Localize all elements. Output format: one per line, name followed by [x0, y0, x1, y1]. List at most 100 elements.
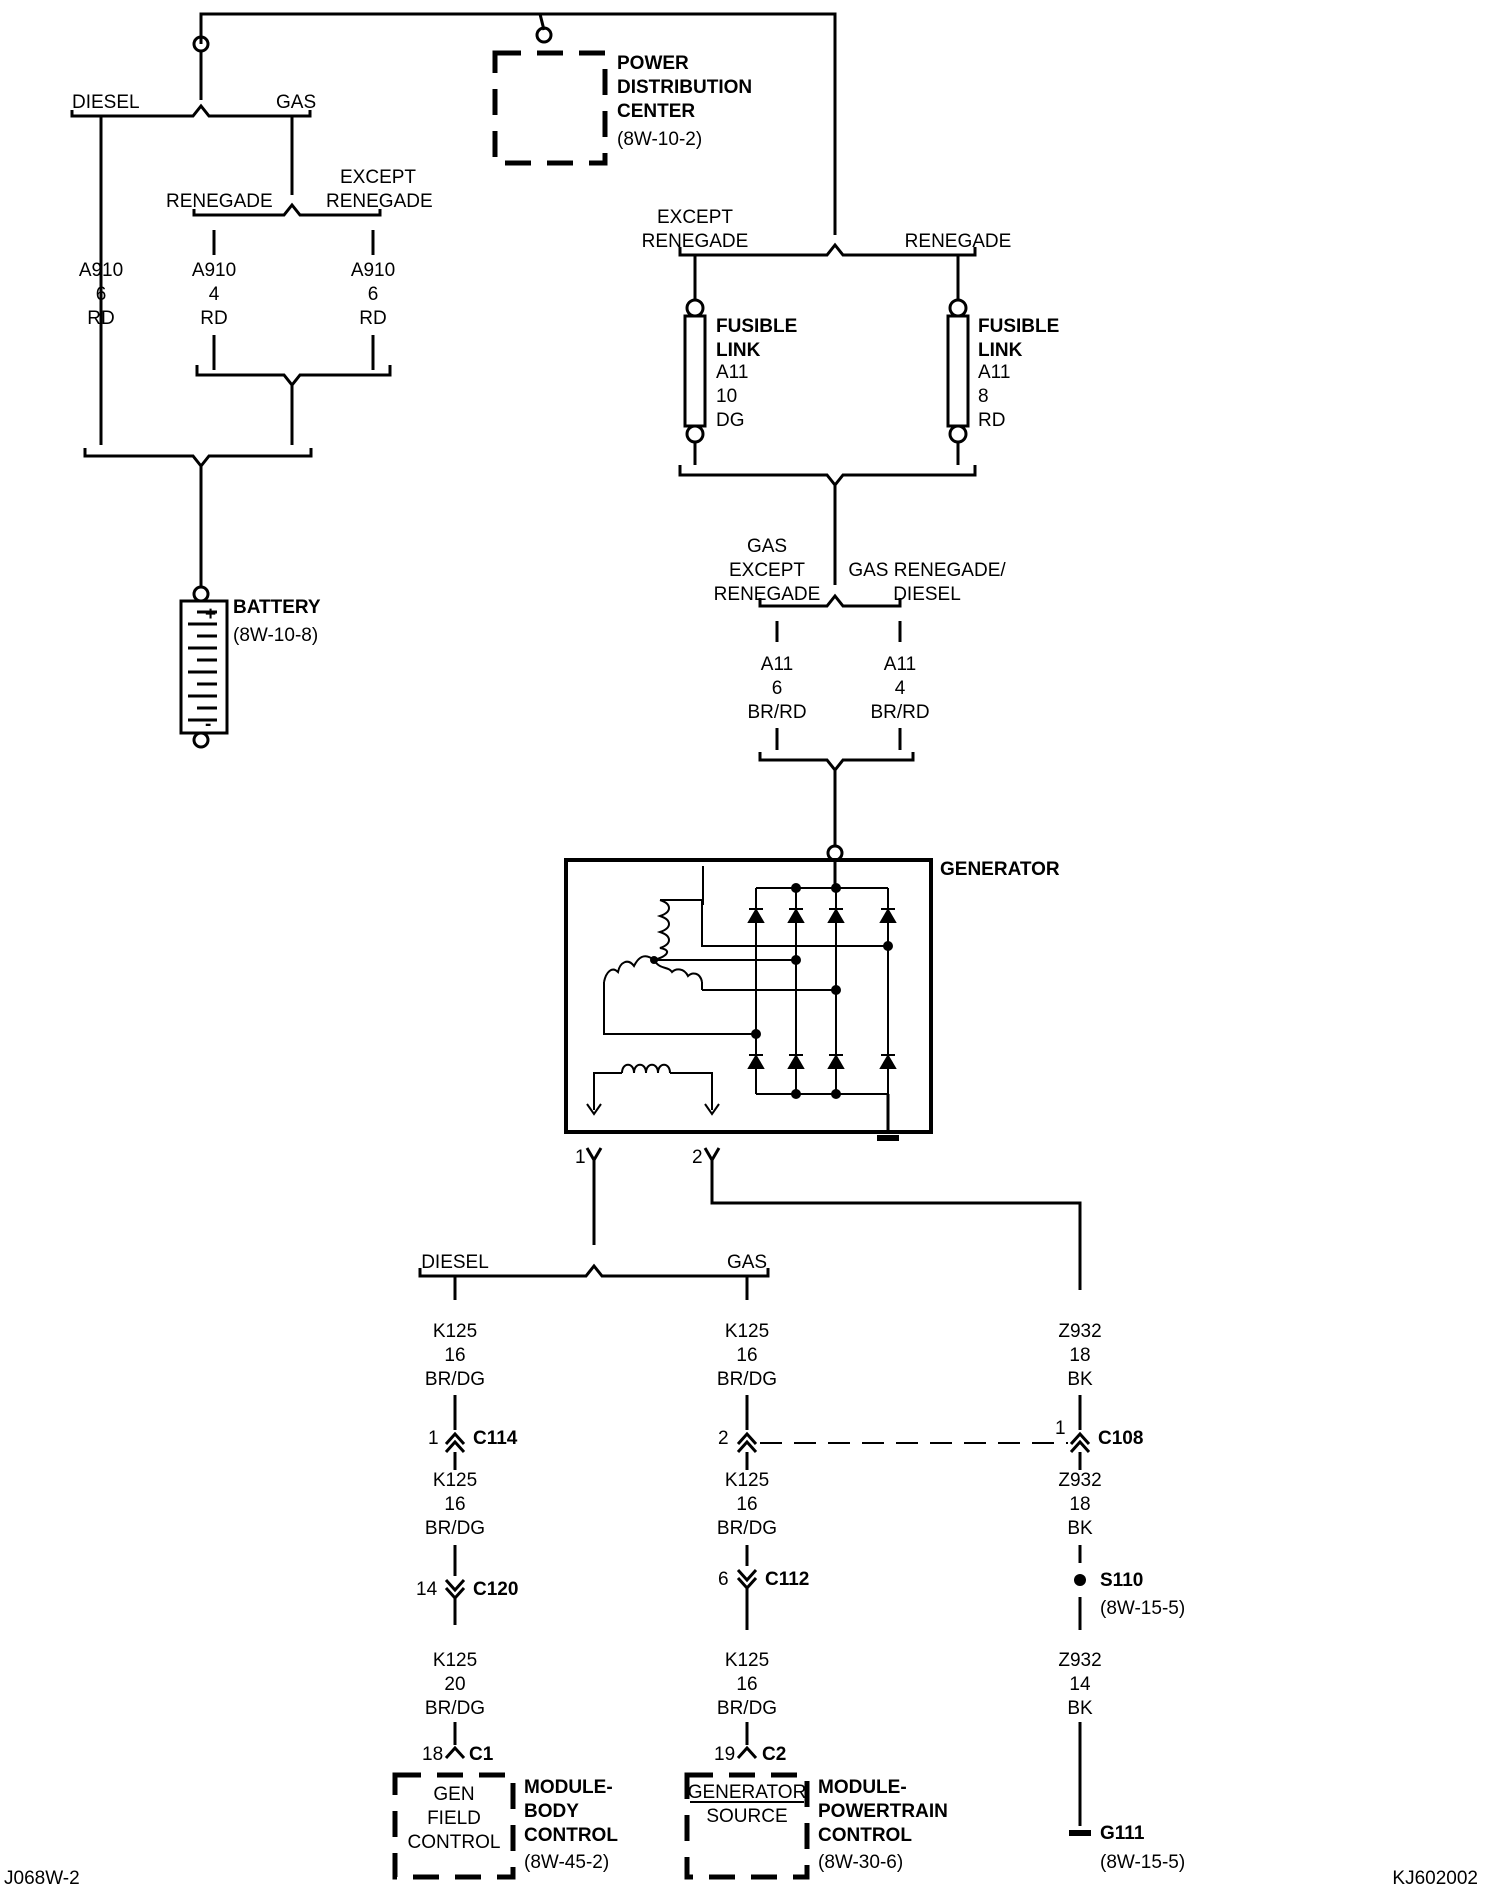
connector-c112-pin: 6 [718, 1569, 729, 1590]
svg-text:FUSIBLE: FUSIBLE [978, 316, 1059, 337]
svg-text:RD: RD [359, 308, 386, 329]
svg-text:(8W-10-2): (8W-10-2) [617, 129, 702, 150]
ground-g111-name: G111 [1100, 1823, 1145, 1844]
svg-text:6: 6 [772, 678, 783, 699]
svg-text:K125: K125 [433, 1650, 477, 1671]
generator-pin-1: 1 [575, 1147, 586, 1168]
svg-text:K125: K125 [433, 1470, 477, 1491]
generator-source-label: GENERATOR SOURCE [688, 1782, 807, 1827]
wire-label-k125-gas-1: K125 16 BR/DG [717, 1321, 777, 1390]
fusible-link-left-label: FUSIBLE LINK A11 10 DG [716, 316, 797, 431]
svg-text:BK: BK [1067, 1369, 1093, 1390]
wire-label-a910-left: A910 6 RD [79, 260, 123, 329]
svg-text:K125: K125 [725, 1470, 769, 1491]
svg-text:EXCEPT: EXCEPT [729, 560, 805, 581]
svg-text:RD: RD [87, 308, 114, 329]
fusible-link-right-label: FUSIBLE LINK A11 8 RD [978, 316, 1059, 431]
svg-text:Z932: Z932 [1058, 1650, 1101, 1671]
svg-text:16: 16 [736, 1674, 757, 1695]
svg-text:A910: A910 [192, 260, 236, 281]
svg-text:A910: A910 [79, 260, 123, 281]
svg-text:RD: RD [200, 308, 227, 329]
svg-text:BR/DG: BR/DG [717, 1698, 777, 1719]
generator-pin-2: 2 [692, 1147, 703, 1168]
svg-text:K125: K125 [433, 1321, 477, 1342]
except-label: EXCEPT [340, 167, 416, 188]
svg-text:CONTROL: CONTROL [524, 1825, 618, 1846]
wire-label-k125-diesel-2: K125 16 BR/DG [425, 1470, 485, 1539]
svg-text:BK: BK [1067, 1518, 1093, 1539]
battery-name: BATTERY [233, 597, 321, 618]
connector-c108-pin: 1 [1055, 1418, 1066, 1439]
svg-text:4: 4 [209, 284, 220, 305]
battery-symbol [179, 585, 229, 749]
svg-text:MODULE-: MODULE- [818, 1777, 907, 1798]
gas-label: GAS [276, 92, 316, 113]
battery-minus-sign: - [205, 714, 211, 735]
svg-text:(8W-45-2): (8W-45-2) [524, 1852, 609, 1873]
svg-text:POWERTRAIN: POWERTRAIN [818, 1801, 948, 1822]
svg-text:GAS: GAS [747, 536, 787, 557]
svg-text:Z932: Z932 [1058, 1321, 1101, 1342]
wire-label-a910-mid: A910 4 RD [192, 260, 236, 329]
svg-text:BK: BK [1067, 1698, 1093, 1719]
svg-text:BR/DG: BR/DG [425, 1369, 485, 1390]
svg-text:4: 4 [895, 678, 906, 699]
gas-except-renegade-label: GAS EXCEPT RENEGADE [714, 536, 821, 605]
wire-label-k125-gas-3: K125 16 BR/DG [717, 1650, 777, 1719]
connector-c120-name: C120 [473, 1579, 518, 1600]
svg-text:18: 18 [1069, 1345, 1090, 1366]
svg-text:K125: K125 [725, 1650, 769, 1671]
lower-gas-label: GAS [727, 1252, 767, 1273]
wire-label-k125-diesel-1: K125 16 BR/DG [425, 1321, 485, 1390]
diesel-label: DIESEL [72, 92, 140, 113]
svg-text:DG: DG [716, 410, 745, 431]
fusible-link-right-element [946, 314, 970, 428]
svg-text:GENERATOR: GENERATOR [688, 1782, 807, 1803]
wire-label-a11-left: A11 6 BR/RD [747, 654, 806, 723]
gas-renegade-diesel-label: GAS RENEGADE/ DIESEL [848, 560, 1006, 605]
svg-text:BR/DG: BR/DG [717, 1518, 777, 1539]
svg-text:Z932: Z932 [1058, 1470, 1101, 1491]
connector-c120-pin: 14 [416, 1579, 438, 1600]
generator-name: GENERATOR [940, 859, 1060, 880]
connector-c114-name: C114 [473, 1428, 518, 1449]
battery-ref: (8W-10-8) [233, 625, 318, 646]
body-control-module-box [392, 1772, 516, 1880]
splice-s110-name: S110 [1100, 1570, 1143, 1591]
svg-text:(8W-30-6): (8W-30-6) [818, 1852, 903, 1873]
powertrain-control-module-label: MODULE- POWERTRAIN CONTROL (8W-30-6) [818, 1777, 948, 1873]
svg-text:A11: A11 [761, 654, 793, 675]
wire-label-z932-3: Z932 14 BK [1058, 1650, 1101, 1719]
svg-text:6: 6 [96, 284, 107, 305]
ground-g111-ref: (8W-15-5) [1100, 1852, 1185, 1873]
svg-text:BR/DG: BR/DG [425, 1518, 485, 1539]
wire-label-k125-gas-2: K125 16 BR/DG [717, 1470, 777, 1539]
fusible-except-renegade-label: RENEGADE [642, 231, 749, 252]
wire-label-z932-2: Z932 18 BK [1058, 1470, 1101, 1539]
fusible-except-label: EXCEPT [657, 207, 733, 228]
fusible-renegade-label: RENEGADE [905, 231, 1012, 252]
svg-text:A11: A11 [978, 362, 1010, 383]
svg-text:BR/DG: BR/DG [717, 1369, 777, 1390]
splice-s110-ref: (8W-15-5) [1100, 1598, 1185, 1619]
connector-c1-pin: 18 [422, 1744, 443, 1765]
svg-text:BR/RD: BR/RD [870, 702, 929, 723]
svg-text:14: 14 [1069, 1674, 1091, 1695]
power-distribution-center-box [492, 50, 608, 166]
svg-text:16: 16 [736, 1494, 757, 1515]
footer-right-code: KJ602002 [1392, 1868, 1478, 1889]
svg-text:A910: A910 [351, 260, 395, 281]
svg-text:16: 16 [444, 1345, 465, 1366]
renegade-label: RENEGADE [166, 191, 273, 212]
connector-c114-pin: 1 [428, 1428, 439, 1449]
svg-text:DIESEL: DIESEL [893, 584, 961, 605]
generator-pin-connectors [585, 1147, 1082, 1290]
wire-label-a11-right: A11 4 BR/RD [870, 654, 929, 723]
lower-split-wiring [418, 1263, 770, 1300]
connector-c108-gas-pin: 2 [718, 1428, 729, 1449]
svg-text:RD: RD [978, 410, 1005, 431]
svg-text:CONTROL: CONTROL [408, 1832, 501, 1853]
diesel-branch-wiring [444, 1395, 466, 1760]
